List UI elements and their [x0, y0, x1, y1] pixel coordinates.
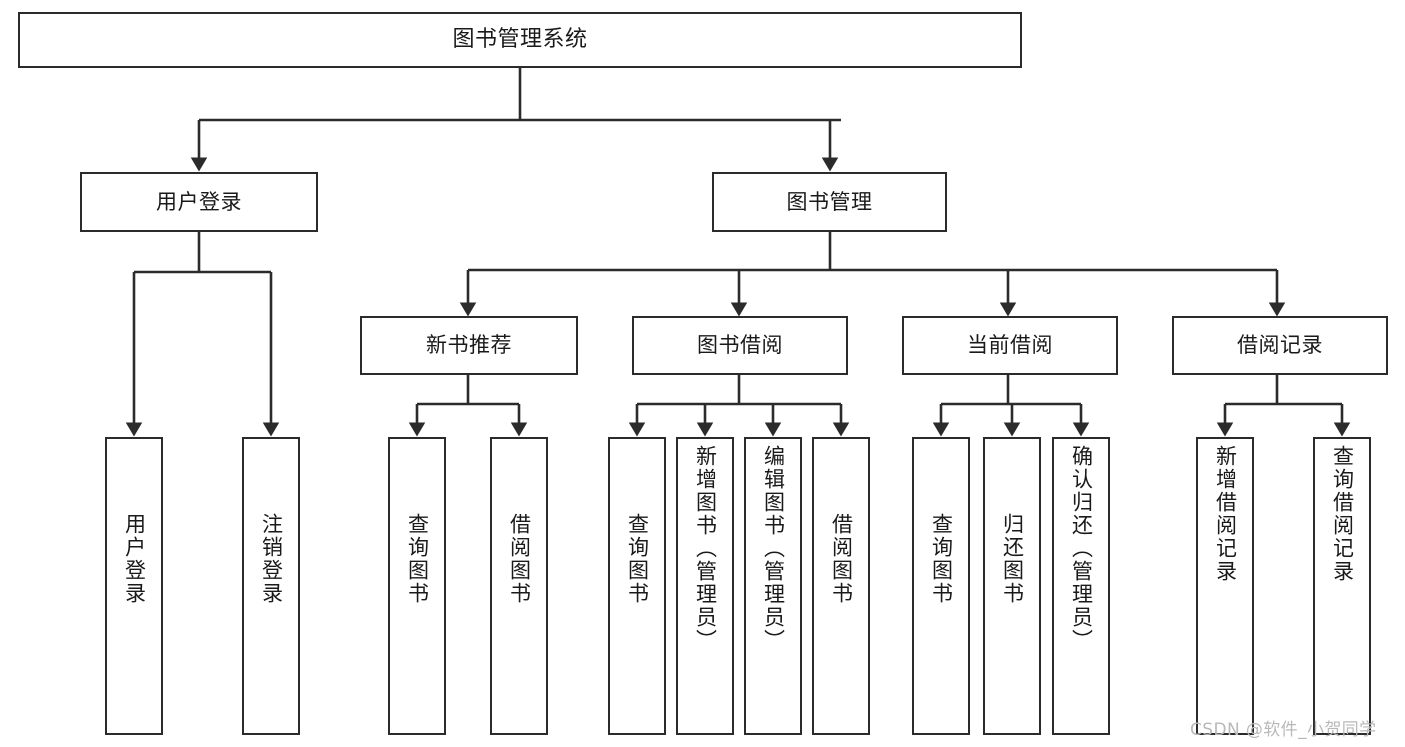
leaf-confirm-return-admin[interactable]: 确认归还（管理员） [1052, 437, 1110, 735]
node-label: 新增借阅记录 [1213, 445, 1238, 583]
node-label: 查询图书 [625, 513, 650, 605]
leaf-new-book-query[interactable]: 查询图书 [388, 437, 446, 735]
node-label: 用户登录 [156, 189, 242, 214]
node-new-book-recommendation[interactable]: 新书推荐 [360, 316, 578, 375]
leaf-borrow-query-book[interactable]: 查询图书 [608, 437, 666, 735]
leaf-add-borrow-record[interactable]: 新增借阅记录 [1196, 437, 1254, 735]
node-current-borrow[interactable]: 当前借阅 [902, 316, 1118, 375]
watermark-text: CSDN @软件_小贺同学 [1190, 720, 1377, 740]
node-label: 图书管理 [786, 189, 873, 214]
leaf-edit-book-admin[interactable]: 编辑图书（管理员） [744, 437, 802, 735]
node-label: 查询图书 [929, 513, 954, 605]
node-label: 借阅图书 [507, 513, 532, 605]
leaf-new-book-borrow[interactable]: 借阅图书 [490, 437, 548, 735]
node-borrow-records[interactable]: 借阅记录 [1172, 316, 1388, 375]
leaf-logout[interactable]: 注销登录 [242, 437, 300, 735]
node-label: 确认归还（管理员） [1069, 445, 1094, 652]
node-label: 归还图书 [1000, 513, 1025, 605]
node-book-management[interactable]: 图书管理 [712, 172, 947, 232]
node-label: 查询借阅记录 [1330, 445, 1355, 583]
node-book-borrow[interactable]: 图书借阅 [632, 316, 848, 375]
node-label: 当前借阅 [967, 333, 1053, 358]
node-label: 新书推荐 [426, 333, 512, 358]
leaf-user-login[interactable]: 用户登录 [105, 437, 163, 735]
leaf-return-book[interactable]: 归还图书 [983, 437, 1041, 735]
leaf-query-borrow-record[interactable]: 查询借阅记录 [1313, 437, 1371, 735]
node-label: 图书借阅 [697, 333, 783, 358]
node-user-login[interactable]: 用户登录 [80, 172, 318, 232]
leaf-current-query-book[interactable]: 查询图书 [912, 437, 970, 735]
leaf-borrow-book[interactable]: 借阅图书 [812, 437, 870, 735]
node-label: 注销登录 [259, 513, 284, 605]
node-root-book-management-system[interactable]: 图书管理系统 [18, 12, 1022, 68]
node-label: 图书管理系统 [452, 26, 588, 52]
node-label: 编辑图书（管理员） [761, 445, 786, 652]
node-label: 新增图书（管理员） [693, 445, 718, 652]
node-label: 用户登录 [122, 513, 147, 605]
node-label: 借阅记录 [1237, 333, 1323, 358]
node-label: 查询图书 [405, 513, 430, 605]
leaf-add-book-admin[interactable]: 新增图书（管理员） [676, 437, 734, 735]
node-label: 借阅图书 [829, 513, 854, 605]
